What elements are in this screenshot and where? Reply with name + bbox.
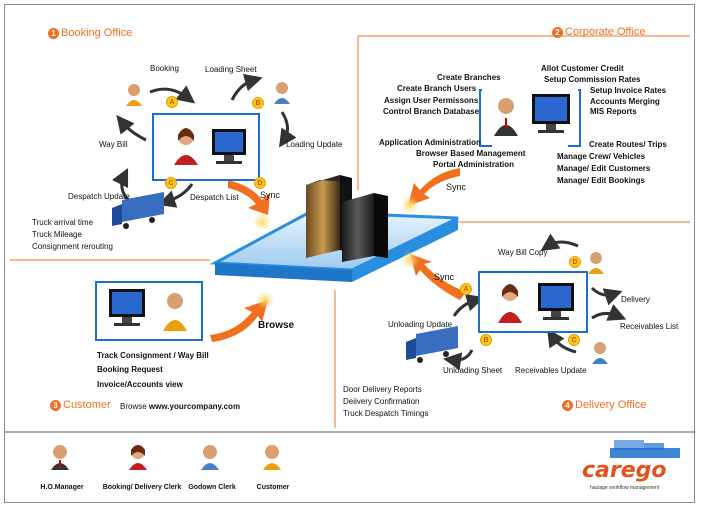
label-way-bill-copy: Way Bill Copy [498, 248, 548, 257]
label-allot-credit: Allot Customer Credit [541, 64, 624, 73]
legend-customer-label: Customer [256, 484, 290, 491]
label-invoice-rates: Setup Invoice Rates [590, 86, 667, 95]
note-delivery-confirmation: Deiivery Confirmation [343, 397, 420, 406]
label-booking: Booking [150, 64, 179, 73]
label-delivery: Delivery [621, 295, 650, 304]
badge-b: B [252, 97, 264, 109]
label-app-admin: Application Administration [379, 138, 481, 147]
badge-a: A [460, 283, 472, 295]
label-assign-permissions: Assign User Permissons [384, 96, 479, 105]
delivery-office-panel [478, 271, 588, 333]
note-door-delivery: Door Delivery Reports [343, 385, 422, 394]
label-receivables-update: Receivables Update [515, 366, 587, 375]
carego-tagline: haulage workflow management [590, 485, 660, 491]
section-title: Booking Office [61, 27, 133, 39]
badge-c: C [568, 334, 580, 346]
section-number: 3 [50, 399, 61, 411]
browse-prefix: Browse [120, 402, 147, 411]
company-url[interactable]: www.yourcompany.com [148, 402, 241, 411]
label-receivables-list: Receivables List [620, 322, 679, 331]
legend-manager-label: H.O.Manager [40, 484, 84, 491]
label-booking-request: Booking Request [97, 365, 163, 374]
badge-c: C [165, 177, 177, 189]
legend-icons [51, 445, 281, 470]
section-number: 4 [562, 399, 573, 411]
label-sync-booking: Sync [260, 190, 281, 200]
section-title: Corporate Office [565, 26, 646, 38]
corporate-office-panel [482, 84, 578, 144]
section-booking-office: 1 Booking Office [48, 27, 132, 39]
sync-arrows [210, 168, 466, 342]
clerk-and-monitor-icon [174, 128, 246, 165]
note-truck-mileage: Truck Mileage [32, 230, 82, 239]
section-number: 1 [48, 27, 59, 39]
label-create-branch-users: Create Branch Users [397, 84, 477, 93]
label-browser-management: Browser Based Management [416, 149, 526, 158]
label-portal-admin: Portal Administration [433, 160, 515, 169]
truck-icon [406, 326, 458, 363]
note-truck-despatch: Truck Despatch Timings [343, 409, 429, 418]
badge-b: B [480, 334, 492, 346]
badge-d: D [254, 177, 266, 189]
monitor-and-customer-icon [109, 289, 187, 331]
label-manage-customers: Manage/ Edit Customers [557, 164, 651, 173]
label-unloading-sheet: Unloading Sheet [443, 366, 503, 375]
note-consignment-rerouting: Consignment rerouting [32, 242, 113, 251]
delivery-flow-arrows [443, 233, 627, 371]
note-truck-arrival: Truck arrival time [32, 218, 94, 227]
label-manage-bookings: Manage/ Edit Bookings [557, 176, 646, 185]
customer-panel [95, 281, 203, 341]
section-number: 2 [552, 26, 563, 38]
label-control-branch-db: Control Branch Database [383, 107, 480, 116]
clerk-and-monitor-icon [498, 283, 574, 323]
label-track-consignment: Track Consignment / Way Bill [97, 351, 209, 360]
customer-browse-url: Browse www.yourcompany.com [120, 402, 240, 411]
label-despatch-list: Despatch List [190, 193, 239, 202]
label-commission-rates: Setup Commission Rates [544, 75, 641, 84]
quadrant-dividers [10, 35, 690, 428]
booking-office-panel [152, 113, 260, 181]
booking-flow-arrows [111, 73, 297, 208]
label-accounts-merging: Accounts Merging [590, 97, 660, 106]
label-sync-corporate: Sync [446, 182, 467, 192]
truck-icon [112, 192, 164, 229]
manager-and-monitor-icon [494, 94, 570, 136]
label-despatch-update: Despatch Update [68, 192, 130, 201]
label-mis-reports: MIS Reports [590, 107, 637, 116]
label-create-routes: Create Routes/ Trips [589, 140, 667, 149]
sync-glows [253, 196, 419, 309]
label-loading-sheet: Loading Sheet [205, 65, 257, 74]
section-title: Customer [63, 399, 111, 411]
label-invoice-view: Invoice/Accounts view [97, 380, 183, 389]
diagram-frame [4, 4, 695, 503]
label-manage-crew: Manage Crew/ Vehicles [557, 152, 646, 161]
label-loading-update: Loading Update [286, 140, 343, 149]
legend-godown-clerk-label: Godown Clerk [188, 484, 236, 491]
section-title: Delivery Office [575, 399, 647, 411]
person-icon [126, 82, 608, 364]
badge-a: A [166, 96, 178, 108]
label-unloading-update: Unloading Update [388, 320, 453, 329]
label-way-bill: Way Bill [99, 140, 128, 149]
carego-logo-graphic [610, 440, 680, 458]
carego-logo: carego [582, 458, 667, 483]
section-delivery-office: 4 Delivery Office [562, 399, 646, 411]
section-customer: 3 Customer [50, 399, 111, 411]
label-browse: Browse [258, 320, 295, 331]
label-create-branches: Create Branches [437, 73, 501, 82]
section-corporate-office: 2 Corporate Office [552, 26, 646, 38]
legend-clerk-label: Booking/ Delivery Clerk [102, 484, 182, 491]
badge-d: D [569, 256, 581, 268]
server-icon [306, 175, 388, 262]
label-sync-delivery: Sync [434, 272, 455, 282]
